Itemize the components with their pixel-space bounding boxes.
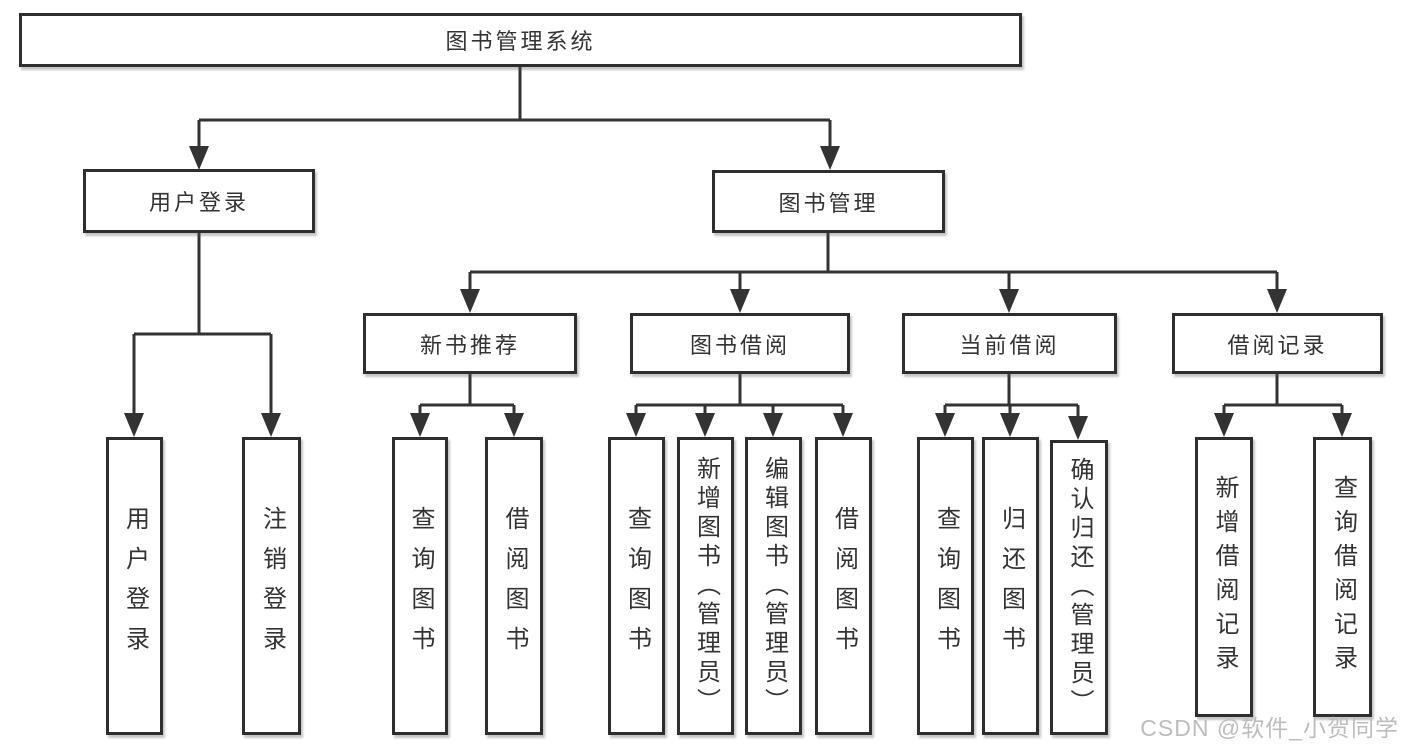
- leaf-edit-books-admin: 编辑图书（管理员）: [745, 437, 802, 735]
- leaf-confirm-return-admin: 确认归还（管理员）: [1050, 440, 1108, 735]
- arrowhead: [935, 413, 955, 437]
- leaf-query-books-current: 查询图书: [917, 437, 974, 735]
- leaf-add-borrow-record: 新增借阅记录: [1195, 437, 1253, 717]
- leaf-query-books-borrow: 查询图书: [608, 437, 665, 735]
- arrowhead: [695, 413, 715, 437]
- leaf-logout: 注销登录: [242, 437, 301, 735]
- arrowhead: [730, 289, 750, 313]
- connector-borrow-records-to-leaves: [1222, 374, 1344, 417]
- connector-book-management-to-level3: [468, 233, 1279, 293]
- leaf-query-books-recommend: 查询图书: [392, 437, 448, 735]
- arrowhead: [189, 146, 209, 170]
- node-root: 图书管理系统: [19, 13, 1022, 67]
- arrowhead: [626, 413, 646, 437]
- leaf-query-borrow-record: 查询借阅记录: [1313, 437, 1372, 717]
- connector-user-login-to-leaves: [132, 233, 273, 417]
- arrowhead: [763, 413, 783, 437]
- node-borrow-records: 借阅记录: [1172, 313, 1383, 374]
- node-new-book-recommend: 新书推荐: [363, 313, 577, 374]
- arrowhead: [1000, 413, 1020, 437]
- arrowhead: [820, 146, 840, 170]
- arrowhead: [833, 413, 853, 437]
- connector-current-borrow-to-leaves: [943, 374, 1080, 420]
- leaf-user-login: 用户登录: [106, 437, 163, 735]
- arrowhead: [999, 289, 1019, 313]
- arrowhead: [1214, 413, 1234, 437]
- connector-book-borrow-to-leaves: [634, 374, 845, 417]
- node-current-borrow: 当前借阅: [902, 313, 1117, 374]
- arrowhead: [460, 289, 480, 313]
- node-user-login: 用户登录: [83, 169, 315, 233]
- arrowhead: [410, 413, 430, 437]
- leaf-borrow-books-recommend: 借阅图书: [485, 437, 543, 735]
- arrowhead: [1332, 413, 1352, 437]
- arrowhead: [261, 413, 281, 437]
- leaf-borrow-books: 借阅图书: [815, 437, 872, 735]
- connector-new-book-recommend-to-leaves: [418, 374, 516, 417]
- csdn-watermark: CSDN @软件_小贺同学: [1140, 715, 1399, 741]
- leaf-add-books-admin: 新增图书（管理员）: [677, 437, 734, 735]
- arrowhead: [1068, 416, 1088, 440]
- arrowhead: [1267, 289, 1287, 313]
- arrowhead: [504, 413, 524, 437]
- node-book-borrow: 图书借阅: [630, 313, 850, 374]
- arrowhead: [124, 413, 144, 437]
- node-book-management: 图书管理: [712, 170, 945, 233]
- connector-root-to-level2: [197, 67, 832, 150]
- leaf-return-books: 归还图书: [982, 437, 1039, 735]
